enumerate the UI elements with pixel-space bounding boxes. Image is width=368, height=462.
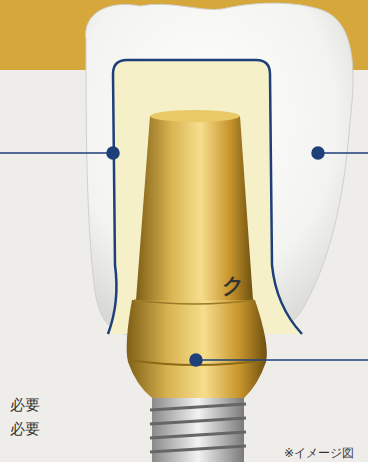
note-text: 必要	[10, 421, 40, 438]
leader-line	[0, 147, 368, 366]
implant-screw	[150, 398, 246, 462]
note-text: 必要	[10, 397, 40, 414]
image-note: ※イメージ図	[284, 447, 354, 460]
crown	[86, 3, 353, 336]
label-fragment: ク	[222, 274, 245, 298]
abutment	[127, 110, 267, 398]
coping	[108, 60, 302, 334]
